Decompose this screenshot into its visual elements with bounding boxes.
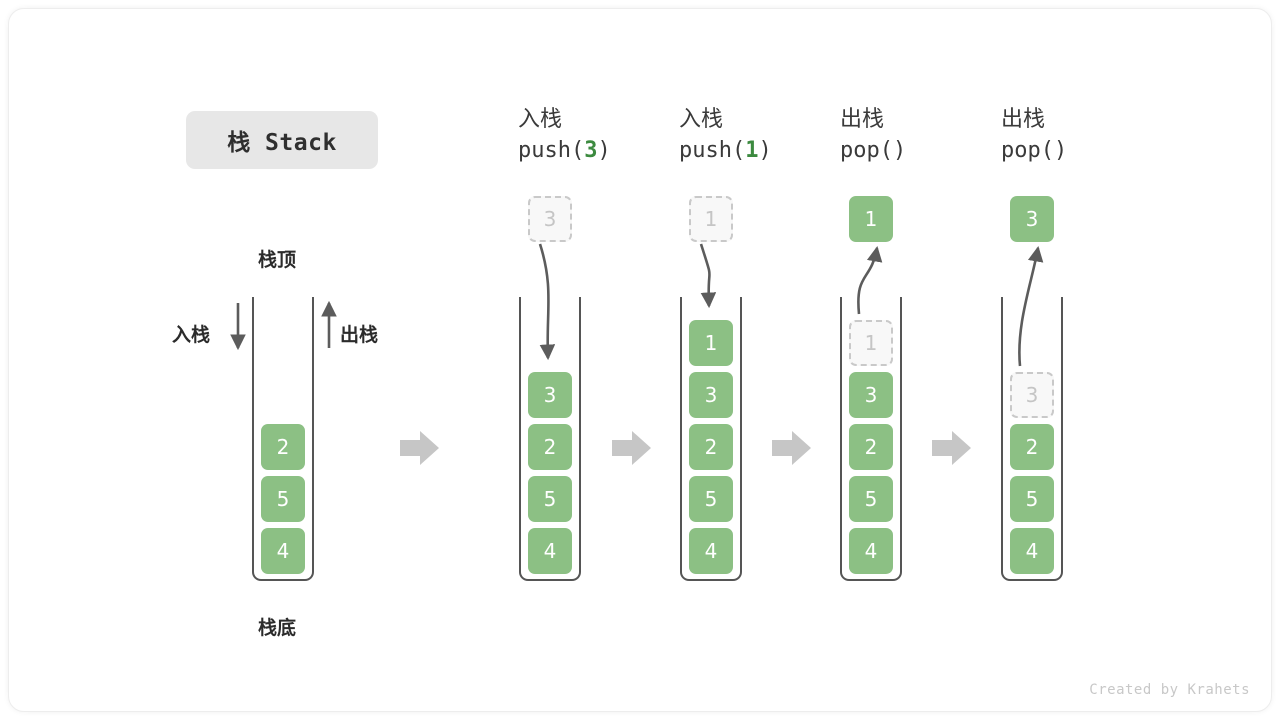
stage-header-push-3: 入栈 push(3) xyxy=(518,105,678,167)
stage-header-cn-push-1: 入栈 xyxy=(679,107,724,132)
diagram-title-chip: 栈 Stack xyxy=(186,111,378,169)
floating-value-push-3: 3 xyxy=(528,196,572,242)
stack-cell-pop-3-1: 2 xyxy=(1010,424,1054,470)
stack-cell-push-3-2: 5 xyxy=(528,476,572,522)
stage-header-cn-pop-1: 出栈 xyxy=(840,107,885,132)
stack-cell-initial-2: 4 xyxy=(261,528,305,574)
stage-header-code-pop-3: pop() xyxy=(1001,138,1068,163)
push-direction-label: 入栈 xyxy=(172,324,211,346)
stack-cell-push-3-3: 4 xyxy=(528,528,572,574)
stage-header-cn-pop-3: 出栈 xyxy=(1001,107,1046,132)
stack-cell-pop-3-2: 5 xyxy=(1010,476,1054,522)
floating-value-push-1: 1 xyxy=(689,196,733,242)
stack-cell-pop-1-2: 2 xyxy=(849,424,893,470)
floating-value-pop-1: 1 xyxy=(849,196,893,242)
stack-cell-push-1-2: 2 xyxy=(689,424,733,470)
stack-cell-pop-3-3: 4 xyxy=(1010,528,1054,574)
pop-direction-label: 出栈 xyxy=(340,324,379,346)
stage-header-pop-1: 出栈 pop() xyxy=(840,105,1000,167)
stack-bottom-label: 栈底 xyxy=(258,617,297,639)
stack-container-push-3 xyxy=(519,297,581,581)
stack-container-pop-3 xyxy=(1001,297,1063,581)
stack-cell-pop-1-4: 4 xyxy=(849,528,893,574)
stack-cell-initial-1: 5 xyxy=(261,476,305,522)
stack-container-pop-1 xyxy=(840,297,902,581)
stack-cell-push-3-1: 2 xyxy=(528,424,572,470)
stack-cell-initial-0: 2 xyxy=(261,424,305,470)
stage-header-arg-push-3: 3 xyxy=(584,138,598,163)
stack-cell-push-1-1: 3 xyxy=(689,372,733,418)
stack-cell-pop-1-0: 1 xyxy=(849,320,893,366)
stack-cell-push-1-4: 4 xyxy=(689,528,733,574)
floating-value-pop-3: 3 xyxy=(1010,196,1054,242)
stack-cell-pop-3-0: 3 xyxy=(1010,372,1054,418)
stage-header-code-push-3: push(3) xyxy=(518,138,611,163)
stack-container-initial xyxy=(252,297,314,581)
stage-header-cn-push-3: 入栈 xyxy=(518,107,563,132)
stage-header-pop-3: 出栈 pop() xyxy=(1001,105,1161,167)
stage-header-push-1: 入栈 push(1) xyxy=(679,105,839,167)
footer-credit: Created by Krahets xyxy=(1089,682,1250,698)
stack-cell-pop-1-3: 5 xyxy=(849,476,893,522)
stack-cell-push-1-3: 5 xyxy=(689,476,733,522)
stack-container-push-1 xyxy=(680,297,742,581)
stack-cell-push-3-0: 3 xyxy=(528,372,572,418)
stack-cell-push-1-0: 1 xyxy=(689,320,733,366)
stack-top-label: 栈顶 xyxy=(258,249,297,271)
stack-cell-pop-1-1: 3 xyxy=(849,372,893,418)
stage-header-code-push-1: push(1) xyxy=(679,138,772,163)
stage-header-code-pop-1: pop() xyxy=(840,138,907,163)
stage-header-arg-push-1: 1 xyxy=(745,138,759,163)
